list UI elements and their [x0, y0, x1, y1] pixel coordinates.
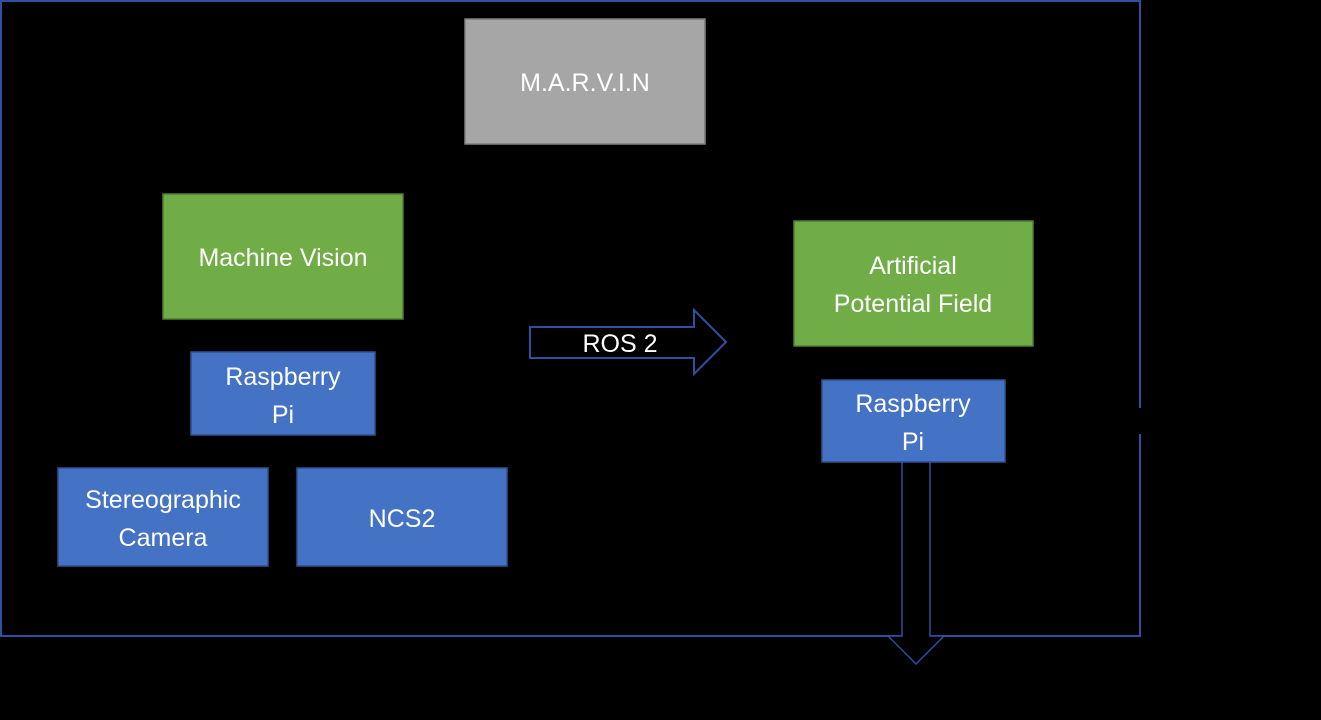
raspberry-pi-left-line2: Pi: [272, 401, 294, 429]
marvin-node: M.A.R.V.I.N: [464, 18, 706, 145]
raspberry-pi-right-line1: Raspberry: [855, 390, 971, 418]
raspberry-pi-left-node: Raspberry Pi: [190, 351, 376, 436]
machine-vision-label: Machine Vision: [198, 244, 367, 272]
stereographic-camera-node: Stereographic Camera: [57, 467, 269, 567]
artificial-potential-field-line1: Artificial: [869, 252, 957, 280]
stereographic-camera-line1: Stereographic: [85, 486, 241, 514]
output-down-arrow: [886, 461, 946, 666]
artificial-potential-field-line2: Potential Field: [834, 290, 992, 318]
stereographic-camera-line2: Camera: [119, 524, 208, 552]
ros2-arrow: ROS 2: [529, 307, 728, 377]
ncs2-node: NCS2: [296, 467, 508, 567]
raspberry-pi-left-line1: Raspberry: [225, 363, 341, 391]
artificial-potential-field-node: Artificial Potential Field: [793, 220, 1034, 347]
raspberry-pi-right-line2: Pi: [902, 428, 924, 456]
ncs2-label: NCS2: [369, 505, 436, 533]
system-boundary-frame: [0, 0, 1141, 637]
marvin-label: M.A.R.V.I.N: [520, 69, 650, 97]
ros2-label: ROS 2: [582, 330, 657, 358]
machine-vision-node: Machine Vision: [162, 193, 404, 320]
raspberry-pi-right-node: Raspberry Pi: [821, 379, 1006, 463]
